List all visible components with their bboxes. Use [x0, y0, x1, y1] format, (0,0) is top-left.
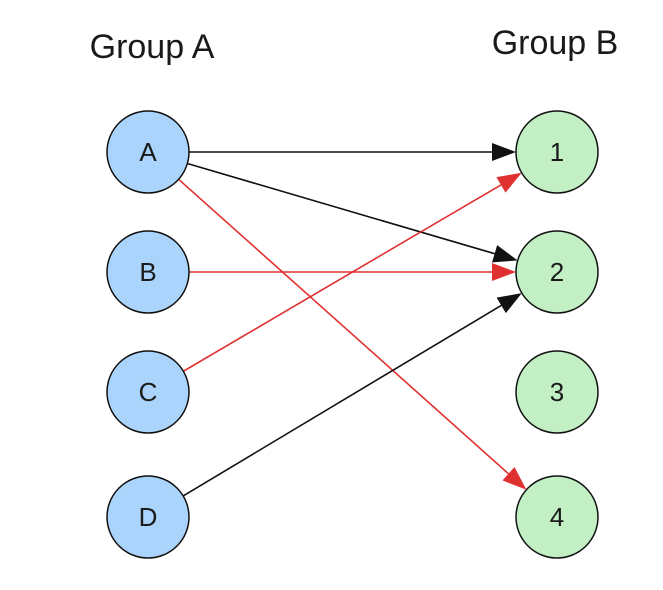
edge-line: [182, 184, 502, 372]
arrowhead-icon: [492, 245, 518, 263]
edge-line: [182, 304, 502, 497]
node-circle: [515, 110, 599, 194]
edge-line: [187, 162, 495, 255]
edge-A-to-2: [187, 162, 518, 263]
group-b-title: Group B: [492, 24, 619, 62]
node-label: B: [139, 257, 156, 287]
node-circle: [106, 475, 190, 559]
node-circle: [515, 475, 599, 559]
node-circle: [106, 110, 190, 194]
edge-D-to-2: [182, 293, 522, 497]
nodes-layer: A B C D 1 2 3 4: [106, 110, 599, 559]
edge-A-to-1: [189, 143, 516, 161]
node-label: A: [139, 137, 157, 167]
arrowhead-icon: [496, 293, 522, 314]
edge-C-to-1: [182, 172, 522, 372]
arrowhead-icon: [496, 172, 522, 193]
node-label: 2: [550, 257, 564, 287]
node-C: C: [106, 350, 190, 434]
node-3: 3: [515, 350, 599, 434]
node-label: 4: [550, 502, 564, 532]
node-D: D: [106, 475, 190, 559]
node-4: 4: [515, 475, 599, 559]
node-A: A: [106, 110, 190, 194]
arrowhead-icon: [492, 263, 516, 281]
node-circle: [515, 350, 599, 434]
edge-line: [178, 178, 510, 475]
node-circle: [106, 350, 190, 434]
node-2: 2: [515, 230, 599, 314]
node-label: C: [139, 377, 158, 407]
node-B: B: [106, 230, 190, 314]
arrowhead-icon: [502, 467, 527, 490]
node-label: D: [139, 502, 158, 532]
node-circle: [106, 230, 190, 314]
node-circle: [515, 230, 599, 314]
node-label: 1: [550, 137, 564, 167]
edge-B-to-2: [189, 263, 516, 281]
group-a-title: Group A: [90, 28, 215, 66]
node-label: 3: [550, 377, 564, 407]
node-1: 1: [515, 110, 599, 194]
arrowhead-icon: [492, 143, 516, 161]
edges-layer: [178, 143, 527, 497]
edge-A-to-4: [178, 178, 527, 490]
